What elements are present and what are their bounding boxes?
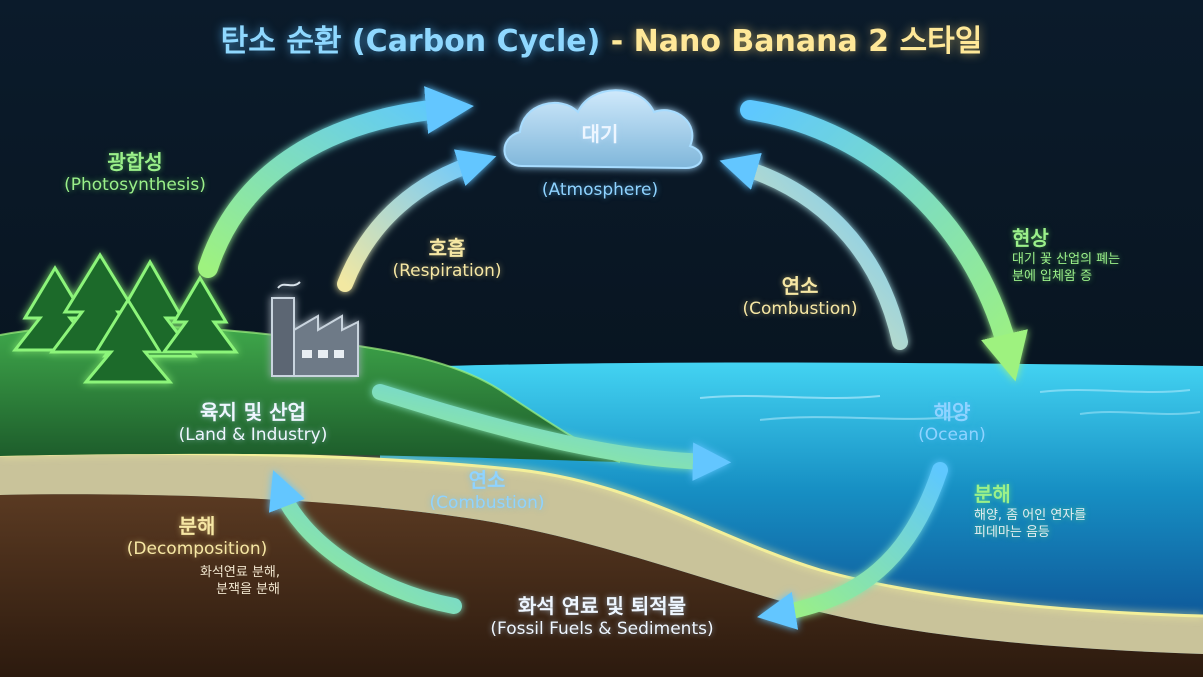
arrow-respiration: [337, 149, 497, 292]
node-atmosphere-ko: 대기: [581, 122, 619, 146]
process-phenomenon: 현상 대기 꽃 산업의 폐는 분에 입체왐 증: [1012, 226, 1121, 284]
process-combustion-air: 연소 (Combustion): [742, 274, 858, 319]
node-fossil-fuels: 화석 연료 및 퇴적물 (Fossil Fuels & Sediments): [490, 594, 714, 639]
arrow-photosynthesis: [198, 86, 474, 278]
process-decomposition-ocean: 분해 해양, 좀 어인 연자를 피데마는 음등: [974, 482, 1087, 540]
process-decomposition-land: 분해 (Decomposition): [126, 514, 268, 559]
forest-icon: [11, 252, 239, 384]
node-atmosphere-en: (Atmosphere): [541, 180, 659, 200]
page-title: 탄소 순환 (Carbon Cycle) - Nano Banana 2 스타일: [0, 16, 1203, 60]
arrow-fossil-land: [268, 470, 462, 614]
cloud-icon: [503, 89, 703, 170]
title-sub: - Nano Banana 2 스타일: [610, 24, 983, 59]
process-photosynthesis: 광합성 (Photosynthesis): [64, 150, 206, 195]
process-respiration: 호흡 (Respiration): [392, 236, 502, 281]
node-land-industry: 육지 및 산업 (Land & Industry): [178, 400, 328, 445]
process-combustion-land: 연소 (Combustion): [429, 468, 545, 513]
arrow-ocean-fossil: [757, 462, 948, 630]
process-decomposition-land-note: 화석연료 분해, 분잭을 분해: [199, 565, 280, 597]
title-main: 탄소 순환 (Carbon Cycle): [220, 24, 601, 59]
arrow-combustion-air: [719, 152, 908, 350]
arrow-atmosphere-ocean: [740, 100, 1028, 382]
factory-icon: [271, 281, 359, 377]
arrow-combustion-land: [372, 384, 732, 481]
node-ocean: 해양 (Ocean): [918, 400, 986, 445]
